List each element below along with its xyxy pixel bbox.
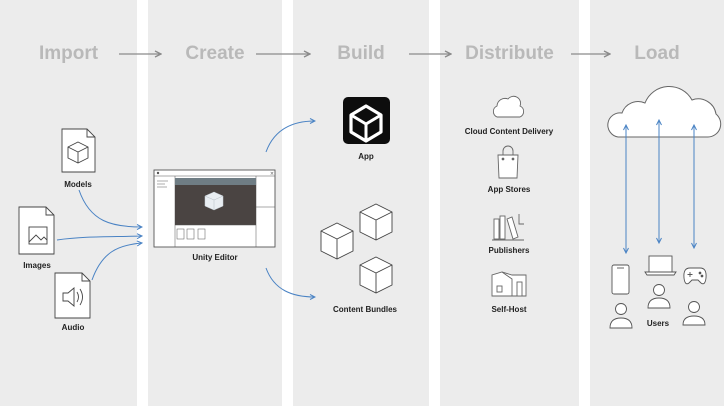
app-stores-label: App Stores <box>487 185 531 194</box>
stage-create: Create <box>185 43 245 64</box>
self-host-label: Self-Host <box>491 305 527 314</box>
image-file-icon <box>18 206 55 255</box>
cloud-icon <box>607 86 722 138</box>
users-label: Users <box>646 319 670 328</box>
app-label: App <box>358 152 374 161</box>
audio-file-icon <box>54 272 91 319</box>
gamepad-icon <box>683 267 707 285</box>
svg-text:×: × <box>270 171 274 177</box>
phone-icon <box>611 264 630 295</box>
audio-label: Audio <box>61 323 85 332</box>
cube-file-icon <box>61 128 96 173</box>
unity-logo-icon <box>343 97 390 144</box>
unity-editor-label: Unity Editor <box>192 253 238 262</box>
import-arrows <box>56 189 142 281</box>
stage-distribute: Distribute <box>465 43 554 64</box>
stage-import: Import <box>38 43 99 64</box>
cube-icon <box>320 203 393 294</box>
unity-editor-window: × <box>153 169 276 248</box>
cloud-content-delivery-label: Cloud Content Delivery <box>464 127 554 136</box>
cloud-icon <box>493 95 524 118</box>
laptop-icon <box>644 255 677 276</box>
stage-build: Build <box>337 43 385 64</box>
load-arrows <box>626 120 694 253</box>
models-label: Models <box>64 180 92 189</box>
books-icon <box>492 214 524 241</box>
images-label: Images <box>23 261 51 270</box>
content-bundles-label: Content Bundles <box>333 305 397 314</box>
build-column <box>293 0 429 406</box>
build-arrows <box>265 121 315 297</box>
stage-load: Load <box>634 43 680 64</box>
user-icon <box>609 284 706 329</box>
house-icon <box>491 271 527 297</box>
publishers-label: Publishers <box>488 246 530 255</box>
import-column <box>0 0 137 406</box>
distribute-column <box>440 0 579 406</box>
shopping-bag-icon <box>497 145 519 179</box>
